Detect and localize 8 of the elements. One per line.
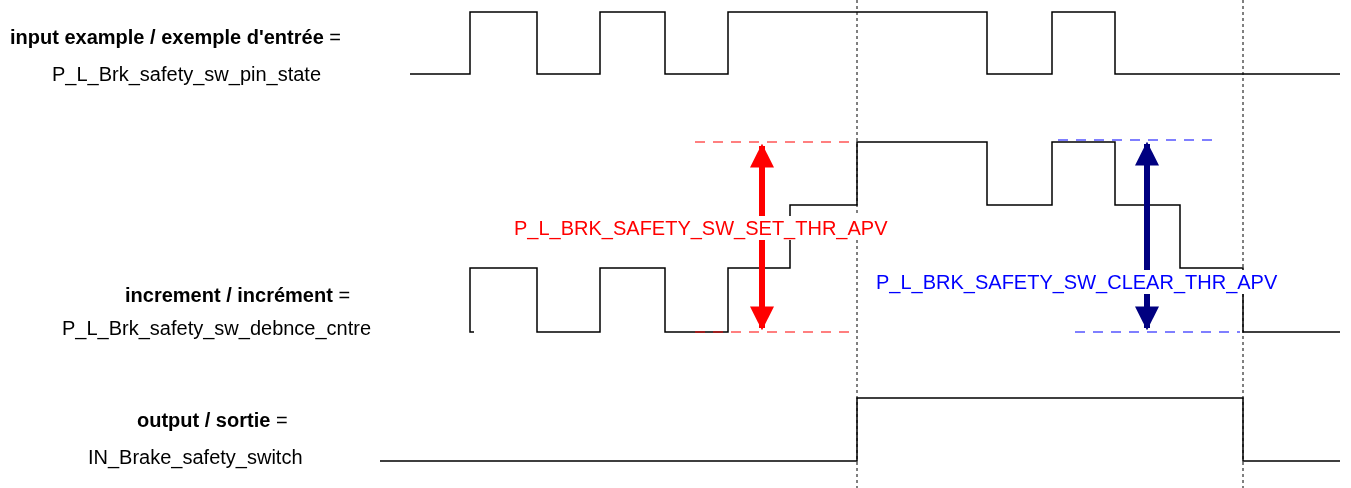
signal-label: increment / incrément = [125,283,351,307]
signal-name: P_L_Brk_safety_sw_debnce_cntre [62,316,372,340]
signal-name: IN_Brake_safety_switch [88,445,303,469]
threshold-label: P_L_BRK_SAFETY_SW_CLEAR_THR_APV [874,270,1280,294]
signal-label: output / sortie = [137,408,288,432]
signal-label: input example / exemple d'entrée = [10,25,341,49]
threshold-label: P_L_BRK_SAFETY_SW_SET_THR_APV [512,216,890,240]
signal-name: P_L_Brk_safety_sw_pin_state [52,62,322,86]
